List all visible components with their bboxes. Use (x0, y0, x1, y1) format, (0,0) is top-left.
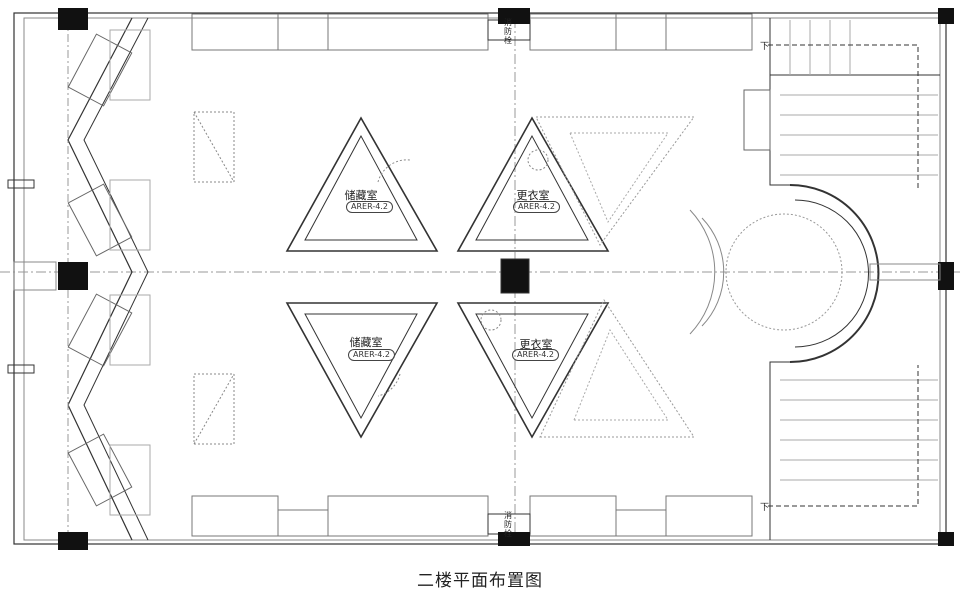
room-triangle (285, 302, 439, 439)
bottom-window-strips (191, 495, 753, 537)
center-column (500, 258, 530, 294)
outer-wall (13, 12, 947, 545)
structural-columns (58, 8, 954, 550)
stair-down-label-bottom: 下 (760, 503, 770, 513)
inner-wall (23, 17, 941, 541)
stair-arrow (768, 44, 919, 190)
hydrant-label-top: 消防栓 (504, 18, 512, 45)
stair-down-label-top: 下 (760, 42, 770, 52)
room-triangle (456, 302, 610, 439)
display-triangle-dashed (535, 116, 695, 246)
facade-planters (67, 29, 151, 516)
room-area-tag-3: ARER-4.2 (348, 349, 395, 361)
room-label-storage-1: 储藏室 (344, 189, 378, 202)
room-triangle (285, 116, 439, 252)
top-window-strips (191, 13, 753, 51)
zigzag-facade-outer (67, 17, 133, 541)
hydrant-label-bottom: 消防栓 (504, 511, 512, 538)
room-area-tag-1: ARER-4.2 (346, 201, 393, 213)
room-area-tag-2: ARER-4.2 (513, 201, 560, 213)
room-triangle (456, 116, 610, 252)
zigzag-facade-inner (83, 17, 149, 541)
drawing-caption: 二楼平面布置图 (417, 571, 543, 591)
round-display-dashed (725, 213, 843, 331)
stair-arrow (768, 365, 919, 507)
display-table (193, 373, 235, 445)
room-area-tag-4: ARER-4.2 (512, 349, 559, 361)
display-triangle-dashed (539, 298, 695, 438)
room-label-changing-2: 更衣室 (519, 338, 553, 351)
room-label-changing-1: 更衣室 (516, 189, 550, 202)
stair-landing (769, 18, 940, 76)
display-table (193, 111, 235, 183)
room-label-storage-2: 储藏室 (349, 336, 383, 349)
